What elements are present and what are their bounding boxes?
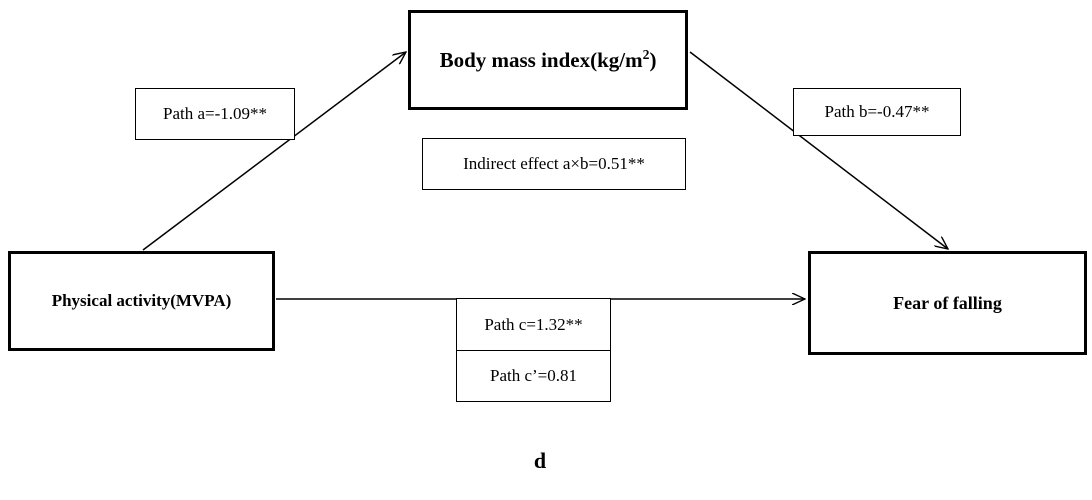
path-b-label: Path b=-0.47** xyxy=(793,88,961,136)
arrow-b xyxy=(689,51,948,249)
outcome-label: Fear of falling xyxy=(893,292,1002,313)
predictor-box-physical-activity: Physical activity(MVPA) xyxy=(8,251,275,351)
arrow-a xyxy=(142,52,406,251)
path-a-label: Path a=-1.09** xyxy=(135,88,295,140)
path-c-prime-label: Path c’=0.81 xyxy=(456,350,611,402)
predictor-label: Physical activity(MVPA) xyxy=(51,291,232,310)
indirect-effect-label: Indirect effect a×b=0.51** xyxy=(422,138,686,190)
outcome-box-fear-of-falling: Fear of falling xyxy=(808,251,1087,355)
mediator-box-bmi: Body mass index(kg/m2) xyxy=(408,10,688,110)
mediator-label: Body mass index(kg/m2) xyxy=(439,46,657,72)
path-c-label: Path c=1.32** xyxy=(456,298,611,351)
panel-label: d xyxy=(533,448,547,473)
